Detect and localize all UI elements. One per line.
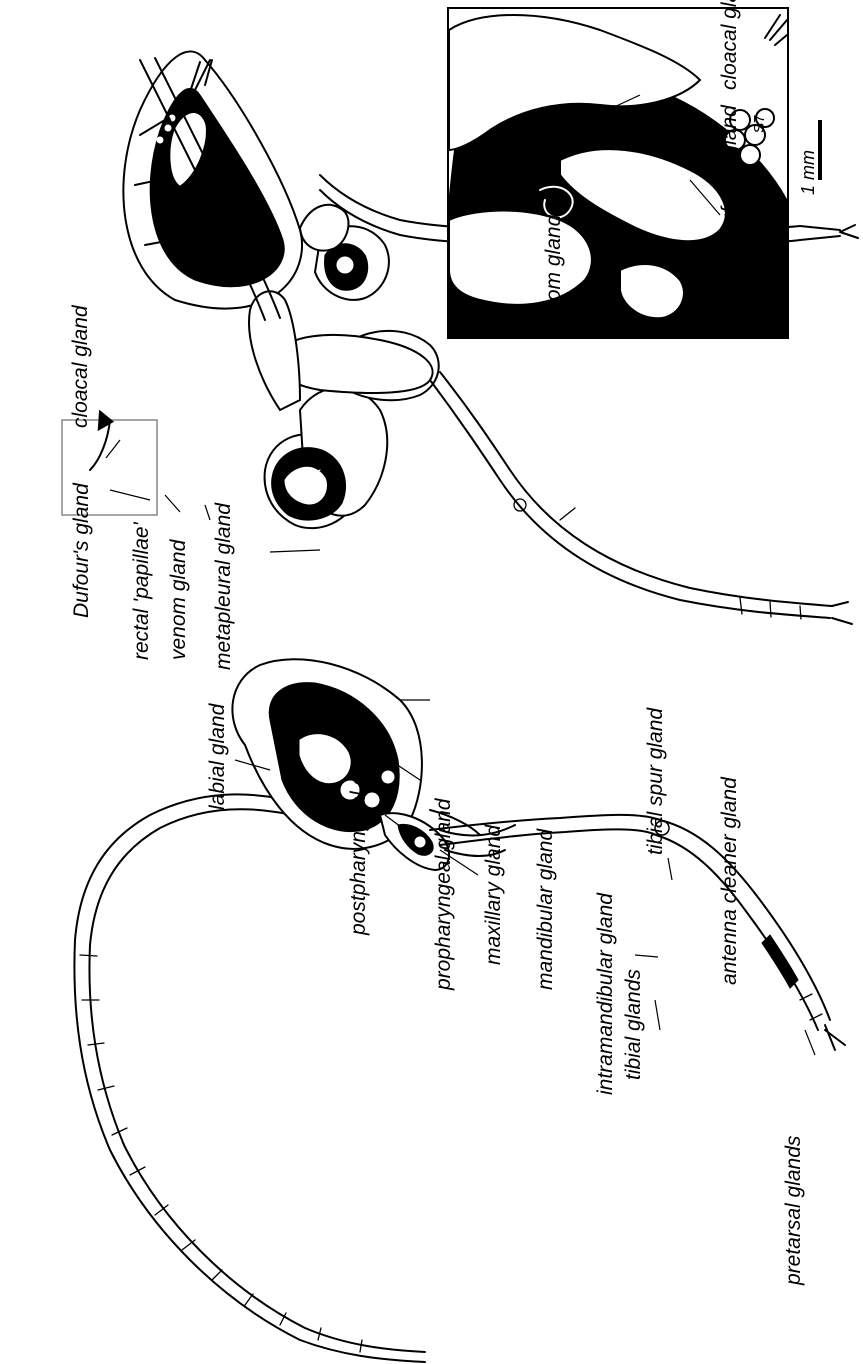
label-mandibular-gland: mandibular gland bbox=[534, 828, 557, 990]
label-inset-venom-gland: venom gland bbox=[542, 213, 565, 335]
label-venom-gland: venom gland bbox=[167, 538, 190, 660]
label-maxillary-gland: maxillary gland bbox=[482, 824, 505, 965]
gaster bbox=[123, 52, 302, 309]
label-metapleural-gland: metapleural gland bbox=[212, 502, 235, 670]
label-rectal-papillae: rectal 'papillae' bbox=[130, 521, 153, 660]
label-cloacal-gland: cloacal gland bbox=[69, 304, 92, 428]
label-propharyngeal-gland: propharyngeal gland bbox=[432, 797, 455, 991]
mid-leg bbox=[430, 372, 852, 624]
label-pretarsal-glands: pretarsal glands bbox=[782, 1135, 805, 1286]
label-tibial-glands: tibial glands bbox=[622, 969, 645, 1080]
label-intramandibular-gland: intramandibular gland bbox=[594, 892, 617, 1095]
petiole bbox=[300, 205, 348, 251]
label-antenna-cleaner-gland: antenna cleaner gland bbox=[718, 776, 741, 985]
label-tibial-spur-gland: tibial spur gland bbox=[644, 707, 667, 855]
label-dufours-gland: Dufour's gland bbox=[70, 482, 93, 618]
label-labial-gland: labial gland bbox=[206, 702, 229, 810]
label-s7: S7 bbox=[751, 115, 768, 133]
label-inset-dufours-gland: Dufour's gland bbox=[718, 104, 741, 240]
head bbox=[232, 659, 515, 870]
antenna bbox=[74, 794, 425, 1362]
label-inset-cloacal-gland: cloacal gland bbox=[718, 0, 741, 90]
label-postpharyngeal-gland: postpharyngeal gland bbox=[347, 733, 370, 936]
label-scale: 1 mm bbox=[798, 150, 818, 195]
scale-bar bbox=[818, 120, 822, 180]
